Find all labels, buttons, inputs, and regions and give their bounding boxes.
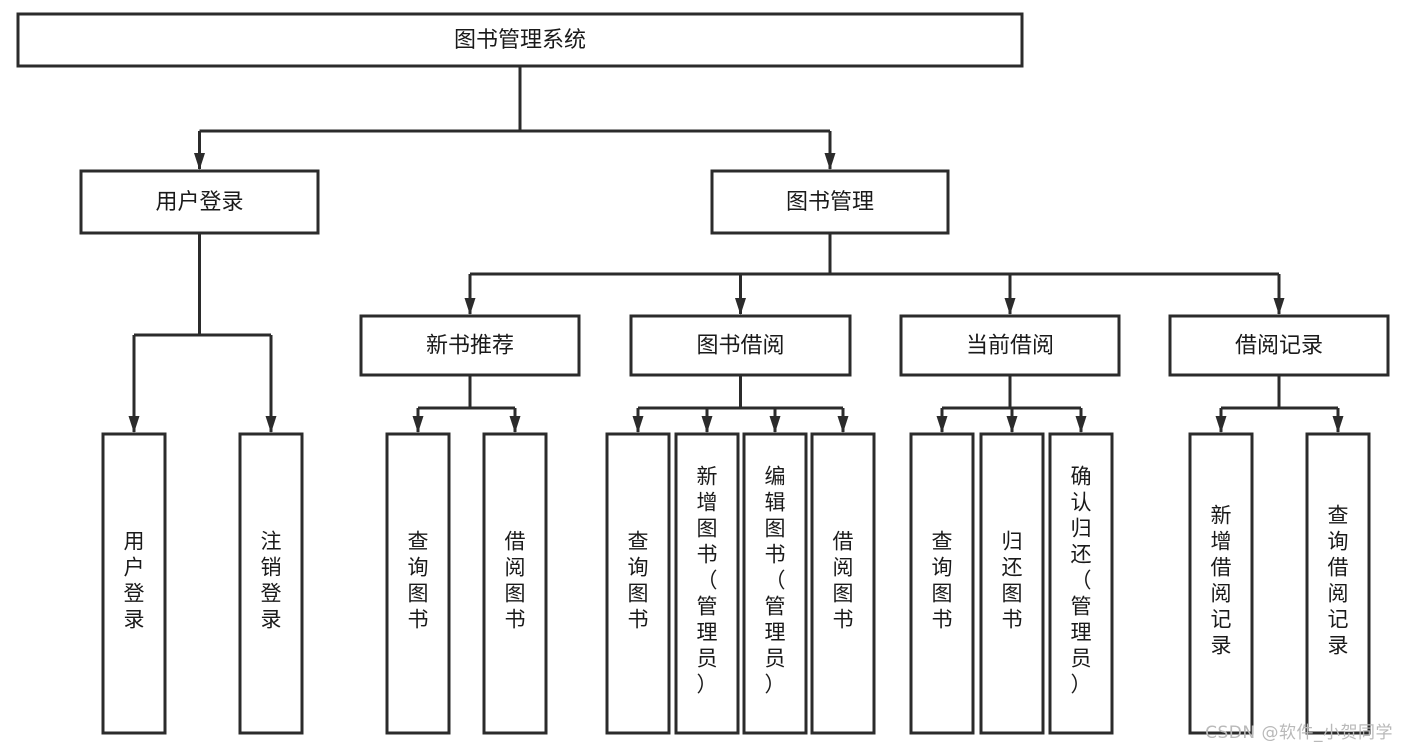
node-leaf-borrow-book-2-box[interactable] [810, 432, 876, 735]
arrow-head-icon [194, 153, 205, 170]
connector-layer [128, 66, 1344, 433]
arrow-head-icon [735, 298, 746, 315]
node-leaf-query-book-1-box[interactable] [385, 432, 451, 735]
node-leaf-logout-login-box[interactable] [238, 432, 304, 735]
node-leaf-edit-book-admin-box[interactable] [742, 432, 808, 735]
arrow-head-icon [824, 153, 836, 170]
node-book-manage-label: 图书管理 [786, 190, 874, 215]
node-leaf-return-book-label: 归还图书 [1002, 530, 1023, 632]
node-current-borrow-box[interactable] [899, 314, 1121, 377]
arrow-head-icon [128, 416, 140, 433]
node-root-system-box[interactable] [16, 12, 1024, 68]
arrow-head-icon [1215, 416, 1227, 433]
node-leaf-add-book-admin-box[interactable] [674, 432, 740, 735]
node-leaf-query-book-3[interactable]: 查询图书 [909, 432, 975, 735]
node-new-book-recommend-label: 新书推荐 [426, 334, 514, 359]
arrow-head-icon [412, 416, 424, 433]
node-leaf-edit-book-admin[interactable]: 编辑图书（管理员） [742, 432, 808, 735]
arrow-head-icon [701, 416, 713, 433]
node-leaf-add-borrow-record-box[interactable] [1188, 432, 1254, 735]
arrow-head-icon [1273, 298, 1285, 315]
node-leaf-query-borrow-record[interactable]: 查询借阅记录 [1305, 432, 1371, 735]
node-layer: 图书管理系统用户登录图书管理新书推荐图书借阅当前借阅借阅记录用户登录注销登录查询… [16, 12, 1390, 735]
node-borrow-record-box[interactable] [1168, 314, 1390, 377]
node-leaf-query-borrow-record-box[interactable] [1305, 432, 1371, 735]
arrow-head-icon [1332, 416, 1344, 433]
node-root-system[interactable]: 图书管理系统 [16, 12, 1024, 68]
node-borrow-record[interactable]: 借阅记录 [1168, 314, 1390, 377]
node-user-login-label: 用户登录 [155, 190, 243, 215]
node-borrow-record-label: 借阅记录 [1235, 334, 1323, 359]
arrow-head-icon [632, 416, 644, 433]
arrow-head-icon [936, 416, 948, 433]
node-leaf-return-book-box[interactable] [979, 432, 1045, 735]
node-current-borrow-label: 当前借阅 [966, 334, 1054, 359]
node-leaf-borrow-book-2[interactable]: 借阅图书 [810, 432, 876, 735]
node-leaf-query-book-1[interactable]: 查询图书 [385, 432, 451, 735]
node-leaf-add-borrow-record-label: 新增借阅记录 [1211, 504, 1232, 658]
node-leaf-query-book-2-label: 查询图书 [628, 530, 649, 632]
node-book-manage[interactable]: 图书管理 [710, 169, 950, 235]
node-leaf-query-book-2[interactable]: 查询图书 [605, 432, 671, 735]
node-leaf-borrow-book-1-label: 借阅图书 [505, 530, 526, 632]
node-leaf-borrow-book-1-box[interactable] [482, 432, 548, 735]
node-book-borrow-label: 图书借阅 [696, 334, 784, 359]
node-book-borrow[interactable]: 图书借阅 [629, 314, 852, 377]
node-leaf-user-login[interactable]: 用户登录 [101, 432, 167, 735]
node-leaf-query-book-3-box[interactable] [909, 432, 975, 735]
arrow-head-icon [769, 416, 781, 433]
node-leaf-query-borrow-record-label: 查询借阅记录 [1328, 504, 1349, 658]
node-current-borrow[interactable]: 当前借阅 [899, 314, 1121, 377]
node-leaf-return-book[interactable]: 归还图书 [979, 432, 1045, 735]
node-leaf-query-book-2-box[interactable] [605, 432, 671, 735]
arrow-head-icon [265, 416, 277, 433]
node-user-login[interactable]: 用户登录 [79, 169, 320, 235]
node-leaf-borrow-book-2-label: 借阅图书 [833, 530, 854, 632]
node-new-book-recommend-box[interactable] [359, 314, 581, 377]
node-book-manage-box[interactable] [710, 169, 950, 235]
arrow-head-icon [1004, 298, 1016, 315]
node-leaf-add-borrow-record[interactable]: 新增借阅记录 [1188, 432, 1254, 735]
node-leaf-logout-login[interactable]: 注销登录 [238, 432, 304, 735]
node-book-borrow-box[interactable] [629, 314, 852, 377]
node-leaf-add-book-admin-label: 新增图书（管理员） [697, 465, 718, 697]
node-user-login-box[interactable] [79, 169, 320, 235]
node-leaf-query-book-1-label: 查询图书 [408, 530, 429, 632]
node-leaf-edit-book-admin-label: 编辑图书（管理员） [765, 465, 786, 697]
node-leaf-query-book-3-label: 查询图书 [932, 530, 953, 632]
node-leaf-logout-login-label: 注销登录 [261, 530, 282, 632]
node-leaf-user-login-label: 用户登录 [124, 530, 145, 632]
node-leaf-borrow-book-1[interactable]: 借阅图书 [482, 432, 548, 735]
node-leaf-user-login-box[interactable] [101, 432, 167, 735]
arrow-head-icon [509, 416, 521, 433]
arrow-head-icon [1075, 416, 1087, 433]
node-leaf-add-book-admin[interactable]: 新增图书（管理员） [674, 432, 740, 735]
node-new-book-recommend[interactable]: 新书推荐 [359, 314, 581, 377]
arrow-head-icon [837, 416, 849, 433]
arrow-head-icon [464, 298, 476, 315]
node-root-system-label: 图书管理系统 [454, 28, 586, 53]
node-leaf-confirm-return-admin-box[interactable] [1048, 432, 1114, 735]
node-leaf-confirm-return-admin-label: 确认归还（管理员） [1071, 465, 1092, 697]
node-leaf-confirm-return-admin[interactable]: 确认归还（管理员） [1048, 432, 1114, 735]
arrow-head-icon [1006, 416, 1018, 433]
